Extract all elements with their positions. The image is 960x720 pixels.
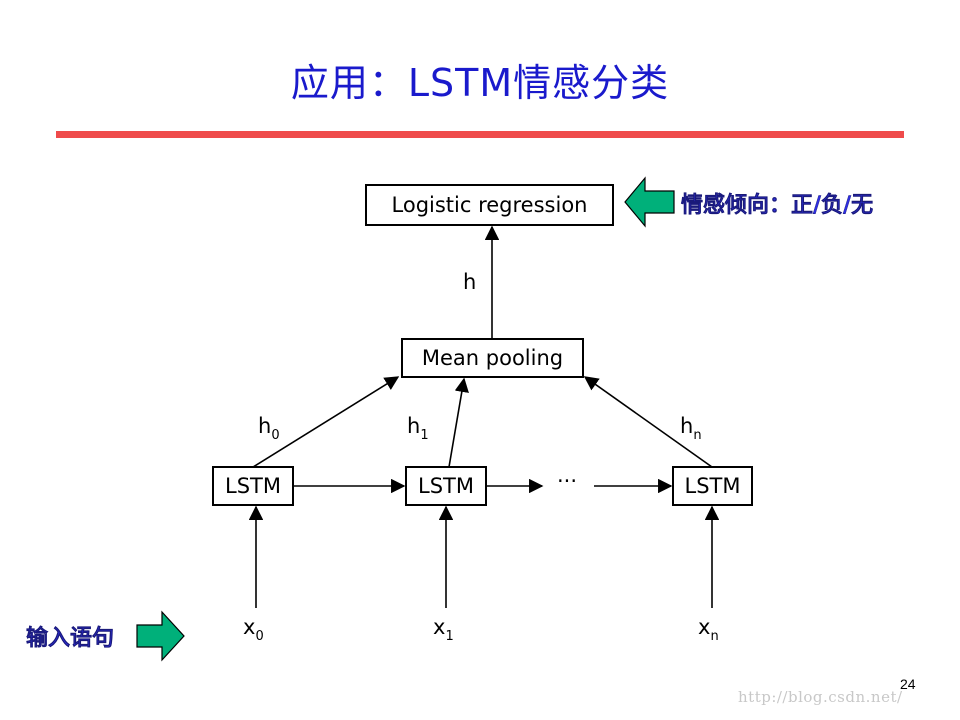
title-divider [56, 131, 904, 138]
mean-pooling-label: Mean pooling [422, 346, 563, 370]
mean-pooling-node: Mean pooling [401, 338, 584, 378]
lstm-node-1: LSTM [405, 466, 487, 506]
label-xn: xn [698, 615, 719, 644]
watermark: http://blog.csdn.net/ [738, 688, 903, 706]
label-h0: h0 [258, 414, 280, 443]
slide-title: 应用：LSTM情感分类 [290, 61, 670, 105]
output-callout-arrow-icon [624, 176, 675, 228]
ellipsis: ··· [557, 469, 577, 493]
input-callout-arrow-icon [136, 610, 185, 662]
logistic-regression-node: Logistic regression [365, 184, 614, 226]
input-callout-text: 输入语句 [26, 625, 114, 651]
logistic-regression-label: Logistic regression [392, 193, 588, 217]
label-h: h [463, 270, 476, 294]
arrow-h1 [448, 377, 469, 468]
arrow-h0 [252, 376, 400, 468]
lstm-node-0: LSTM [212, 466, 294, 506]
label-hn: hn [680, 414, 702, 443]
lstm-n-label: LSTM [685, 474, 741, 498]
page-number: 24 [900, 676, 916, 692]
label-x0: x0 [243, 615, 264, 644]
label-x1: x1 [433, 615, 454, 644]
output-callout-text: 情感倾向：正/负/无 [681, 192, 873, 218]
arrow-hn [583, 376, 713, 468]
lstm-node-n: LSTM [672, 466, 753, 506]
lstm-1-label: LSTM [418, 474, 474, 498]
label-h1: h1 [407, 414, 429, 443]
lstm-0-label: LSTM [225, 474, 281, 498]
